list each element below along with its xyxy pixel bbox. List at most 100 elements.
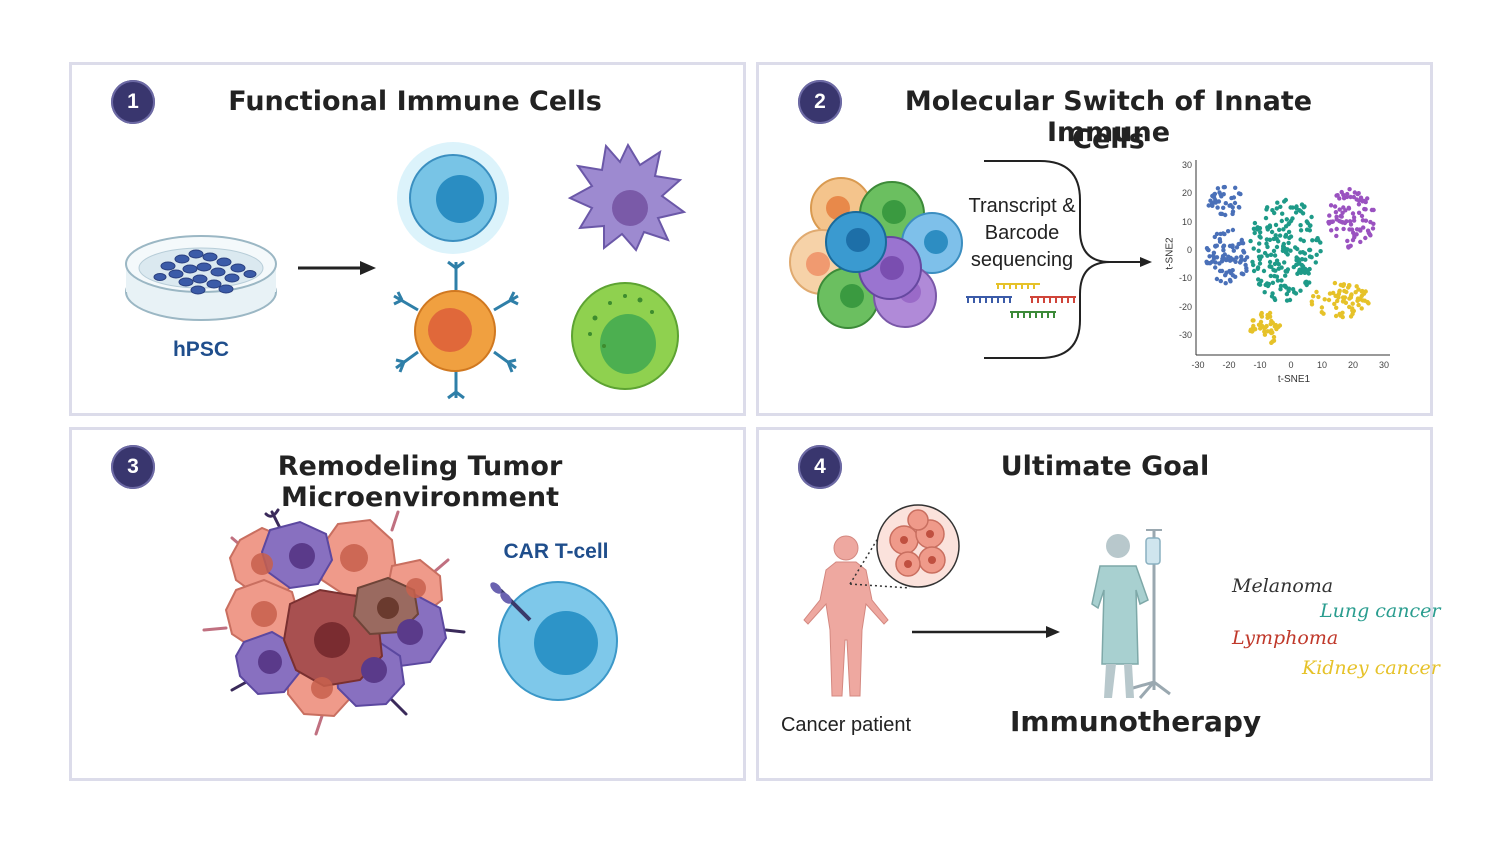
tsne-point <box>1255 227 1260 232</box>
tsne-point <box>1344 219 1349 224</box>
step-badge-1: 1 <box>111 80 155 124</box>
panel-3-title: Remodeling Tumor Microenvironment <box>277 451 563 513</box>
tsne-point <box>1276 239 1281 244</box>
tsne-point <box>1298 228 1304 233</box>
tsne-point <box>1257 282 1263 287</box>
car-t-cell-label: CAR T-cell <box>503 540 609 563</box>
tsne-point <box>1337 207 1342 212</box>
tsne-point <box>1210 259 1215 264</box>
tsne-point <box>1341 226 1346 232</box>
tsne-point <box>1227 203 1232 208</box>
tsne-point <box>1272 253 1278 258</box>
tsne-point <box>1269 229 1275 235</box>
tsne-point <box>1318 249 1323 254</box>
tsne-point <box>1268 252 1274 257</box>
tsne-point <box>1262 290 1267 295</box>
tsne-ytick-m20: -20 <box>1178 302 1192 312</box>
tsne-point <box>1230 268 1235 273</box>
tsne-xlabel: t-SNE1 <box>1277 374 1311 385</box>
tsne-point <box>1284 217 1290 222</box>
tsne-point <box>1250 259 1255 265</box>
tsne-point <box>1284 291 1290 297</box>
tsne-point <box>1318 240 1323 245</box>
tsne-point <box>1211 195 1217 200</box>
tsne-point <box>1274 274 1280 279</box>
tsne-point <box>1328 219 1333 224</box>
tsne-point <box>1283 273 1288 278</box>
petri-dish-icon <box>125 235 277 321</box>
tsne-point <box>1218 278 1224 284</box>
tsne-point <box>1349 292 1354 297</box>
tsne-point <box>1314 252 1319 257</box>
tsne-point <box>1225 229 1231 234</box>
tsne-point <box>1294 262 1299 267</box>
tsne-point <box>1287 297 1293 303</box>
tsne-point <box>1223 201 1229 206</box>
tsne-xtick-m20: -20 <box>1222 360 1236 370</box>
tsne-point <box>1298 250 1303 255</box>
tsne-point <box>1217 239 1223 244</box>
tsne-point <box>1352 235 1357 240</box>
tsne-point <box>1350 306 1355 311</box>
tsne-xtick-0: 0 <box>1288 360 1294 370</box>
tsne-point <box>1326 297 1332 303</box>
tsne-point <box>1252 220 1258 226</box>
tsne-point <box>1294 255 1299 260</box>
tsne-point <box>1349 227 1355 232</box>
tsne-point <box>1273 233 1278 238</box>
tsne-point <box>1365 196 1370 201</box>
tsne-point <box>1359 213 1365 219</box>
tsne-point <box>1267 314 1273 319</box>
tsne-plot <box>1195 160 1390 356</box>
tsne-point <box>1265 253 1270 258</box>
tsne-point <box>1333 210 1339 215</box>
tsne-point <box>1278 283 1284 289</box>
patient-figure-icon <box>803 535 889 697</box>
tsne-point <box>1270 320 1276 325</box>
tsne-point <box>1267 223 1273 228</box>
tsne-point <box>1309 214 1314 220</box>
tsne-point <box>1221 243 1227 248</box>
tsne-point <box>1365 299 1370 305</box>
tsne-point <box>1332 280 1338 286</box>
tsne-point <box>1236 191 1242 196</box>
tsne-point <box>1283 283 1288 289</box>
tsne-point <box>1272 297 1278 303</box>
tsne-point <box>1261 268 1267 274</box>
dendritic-cell-icon <box>567 142 687 252</box>
disease-kidney-cancer: Kidney cancer <box>1302 657 1440 679</box>
tsne-point <box>1253 327 1258 332</box>
tsne-point <box>1273 236 1278 241</box>
tsne-point <box>1345 191 1350 197</box>
tsne-point <box>1233 185 1238 190</box>
tsne-point <box>1359 306 1364 311</box>
step-badge-4: 4 <box>798 445 842 489</box>
tsne-point <box>1217 190 1222 195</box>
tsne-point <box>1277 227 1282 232</box>
tsne-point <box>1285 267 1291 272</box>
tsne-point <box>1368 233 1373 238</box>
tsne-point <box>1273 222 1279 228</box>
tsne-point <box>1207 254 1212 259</box>
tsne-point <box>1204 246 1210 251</box>
tsne-point <box>1256 248 1261 253</box>
tsne-point <box>1267 264 1273 269</box>
tsne-point <box>1340 210 1345 215</box>
tsne-point <box>1269 340 1274 345</box>
tsne-point <box>1308 223 1313 228</box>
tsne-point <box>1271 248 1277 254</box>
tsne-point <box>1340 295 1346 300</box>
tsne-ytick-20: 20 <box>1181 188 1192 198</box>
tsne-point <box>1250 329 1255 334</box>
tsne-point <box>1239 257 1244 262</box>
tsne-point <box>1334 233 1339 239</box>
tsne-point <box>1348 194 1353 200</box>
tsne-point <box>1258 230 1263 235</box>
immunotherapy-label: Immunotherapy <box>1010 705 1262 738</box>
tsne-point <box>1361 225 1366 230</box>
tsne-point <box>1351 215 1357 220</box>
tsne-point <box>1285 247 1290 252</box>
tsne-point <box>1221 205 1226 210</box>
tsne-point <box>1224 270 1229 275</box>
